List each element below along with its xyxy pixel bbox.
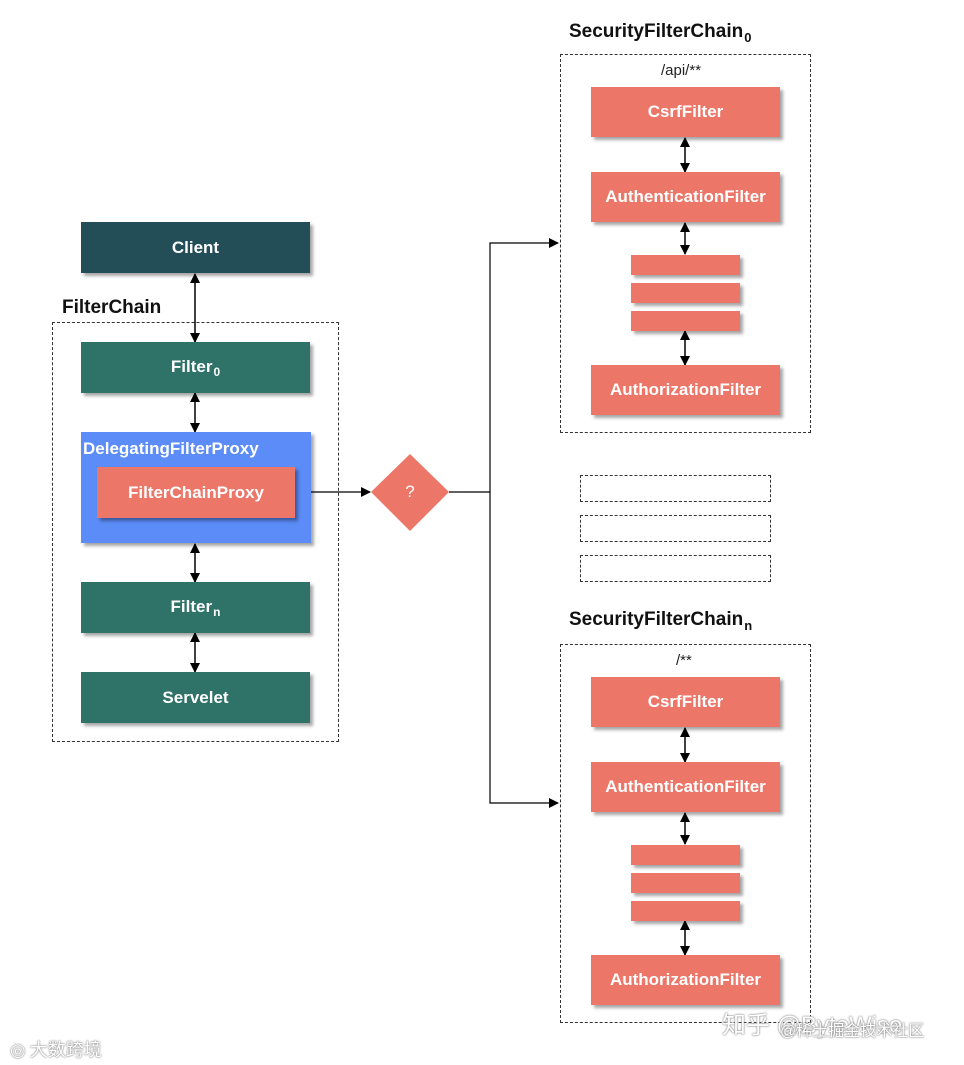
authentication-filter-0-label: AuthenticationFilter xyxy=(605,187,766,206)
authentication-filter-n: AuthenticationFilter xyxy=(591,762,780,812)
filter-stack-0-bar-1 xyxy=(631,255,740,275)
arrow-decision-chain0 xyxy=(449,238,559,493)
filtern-subscript: n xyxy=(213,604,221,619)
weibo-icon: ◎ xyxy=(10,1040,26,1060)
servlet-node: Servelet xyxy=(81,672,310,723)
watermark-right: 知乎 @ByteWise xyxy=(722,1012,903,1039)
filter-chain-proxy-label: FilterChainProxy xyxy=(127,482,265,502)
filter0-label: Filter0 xyxy=(170,356,221,379)
placeholder-chain-2 xyxy=(580,515,771,542)
watermark-right-overlay: @稀土掘金技术社区 xyxy=(780,1023,925,1040)
filtern-node: Filtern xyxy=(81,582,310,633)
security-chain-0-pattern: /api/** xyxy=(661,62,702,79)
security-chain-n-title: SecurityFilterChainn xyxy=(569,609,753,633)
filter0-subscript: 0 xyxy=(213,364,221,379)
filter-stack-n-bar-2 xyxy=(631,873,740,893)
filter-chain-label: FilterChain xyxy=(62,297,162,318)
authorization-filter-n-label: AuthorizationFilter xyxy=(609,970,762,989)
filter-chain-proxy-node: FilterChainProxy xyxy=(97,467,295,518)
authentication-filter-n-label: AuthenticationFilter xyxy=(605,777,766,796)
csrf-filter-n-label: CsrfFilter xyxy=(647,692,724,711)
placeholder-chain-3 xyxy=(580,555,771,582)
authorization-filter-0-label: AuthorizationFilter xyxy=(609,380,762,399)
authorization-filter-n: AuthorizationFilter xyxy=(591,955,780,1005)
filter-stack-0-bar-2 xyxy=(631,283,740,303)
security-chain-n-container xyxy=(560,644,811,1023)
placeholder-chain-1 xyxy=(580,475,771,502)
filter-chain-container xyxy=(52,322,339,742)
client-node: Client xyxy=(81,222,310,273)
security-chain-0-subscript: 0 xyxy=(744,30,752,45)
decision-diamond xyxy=(371,454,449,531)
security-chain-n-subscript: n xyxy=(744,618,753,633)
watermark-left: ◎大数跨境 xyxy=(10,1040,102,1060)
security-chain-0-container xyxy=(560,54,811,433)
filter-stack-0-bar-3 xyxy=(631,311,740,331)
filter0-node: Filter0 xyxy=(81,342,310,393)
filter-stack-n-bar-3 xyxy=(631,901,740,921)
csrf-filter-0: CsrfFilter xyxy=(591,87,780,137)
authorization-filter-0: AuthorizationFilter xyxy=(591,365,780,415)
filtern-label: Filtern xyxy=(170,596,221,619)
csrf-filter-0-label: CsrfFilter xyxy=(647,102,724,121)
client-label: Client xyxy=(171,237,220,257)
authentication-filter-0: AuthenticationFilter xyxy=(591,172,780,222)
delegating-filter-proxy-label: DelegatingFilterProxy xyxy=(83,439,259,458)
security-chain-0-title: SecurityFilterChain0 xyxy=(569,21,752,45)
servlet-label: Servelet xyxy=(162,687,229,707)
arrow-decision-chainn xyxy=(489,492,559,808)
filter-stack-n-bar-1 xyxy=(631,845,740,865)
csrf-filter-n: CsrfFilter xyxy=(591,677,780,727)
decision-label: ? xyxy=(405,482,415,501)
security-chain-n-pattern: /** xyxy=(676,652,692,669)
